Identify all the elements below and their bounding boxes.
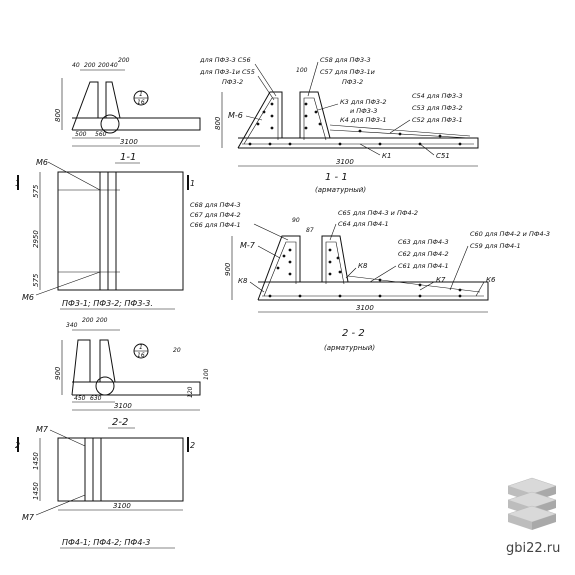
title: 1 - 1 xyxy=(325,172,348,183)
label-tl-2: ПФ3-2 xyxy=(222,78,243,86)
label-mr-0: С63 для ПФ4-3 xyxy=(398,238,449,246)
label-k8-mid: К8 xyxy=(358,262,368,270)
label-tr-1: С64 для ПФ4-1 xyxy=(338,220,389,228)
section-mark-right: 1 xyxy=(190,179,195,188)
label-t-0: С68 для ПФ4-3 xyxy=(190,201,241,209)
top-dim-0: 40 xyxy=(72,62,80,69)
foundation-outline-1 xyxy=(71,81,201,131)
label-tr-0: С65 для ПФ4-3 и ПФ4-2 xyxy=(338,209,418,217)
top-dim-3: 40 xyxy=(110,62,118,69)
rebar-section-2-2: С68 для ПФ4-3 С67 для ПФ4-2 С66 для ПФ4-… xyxy=(190,201,550,352)
top-dim-2: 200 xyxy=(96,317,108,324)
label-k7: К7 xyxy=(436,276,446,284)
dim-small-b: 87 xyxy=(306,227,314,234)
base-dim-left: 500 xyxy=(75,131,87,138)
top-dim-1: 200 xyxy=(84,62,96,69)
foundation-outline-2 xyxy=(71,339,201,396)
dim-c: 575 xyxy=(32,273,40,287)
dim-small-a: 90 xyxy=(292,217,300,224)
total-dim-label: 3100 xyxy=(113,502,131,510)
dim-height: 900 xyxy=(224,262,232,276)
section-1-1-view: 800 40 200 200 40 200 1 16 500 560 3100 … xyxy=(54,57,201,164)
callout-bottom: 16 xyxy=(137,99,145,106)
plan-outline xyxy=(57,171,184,291)
label-tl-0: для ПФ3-3 С56 xyxy=(199,56,251,64)
mark-m: М-7 xyxy=(240,241,256,250)
label-t-2: С66 для ПФ4-1 xyxy=(190,221,241,229)
dim-a: 575 xyxy=(32,184,40,198)
view-title: 2-2 xyxy=(112,417,128,428)
label-k1: К1 xyxy=(382,152,391,160)
right-dim-small: 100 xyxy=(203,368,210,380)
label-fr-0: С54 для ПФ3-3 xyxy=(412,92,463,100)
view-title: 1-1 xyxy=(120,152,136,163)
callout-top: 1 xyxy=(139,344,143,351)
rebar-outline-1 xyxy=(237,91,479,149)
detail-circle-base xyxy=(100,114,120,134)
label-fr-1: С59 для ПФ4-1 xyxy=(470,242,521,250)
subtitle: (арматурный) xyxy=(315,186,366,194)
label-tr-2: ПФ3-2 xyxy=(342,78,363,86)
section-mark-right: 2 xyxy=(190,441,195,450)
height-dim-label: 800 xyxy=(54,108,62,122)
label-fr-1: С53 для ПФ3-2 xyxy=(412,104,463,112)
watermark-logo xyxy=(507,477,557,530)
plan-caption: ПФ4-1; ПФ4-2; ПФ4-3 xyxy=(62,538,150,547)
mark-m6-top: M6 xyxy=(36,158,48,167)
label-mr-1: С62 для ПФ4-2 xyxy=(398,250,449,258)
total-dim-label: 3100 xyxy=(120,138,138,146)
mark-m7-top: M7 xyxy=(36,425,49,434)
label-tl-1: для ПФ3-1и С55 xyxy=(199,68,255,76)
label-c51: С51 xyxy=(436,152,450,160)
base-dim-left: 450 xyxy=(74,395,86,402)
right-dim: 20 xyxy=(173,347,181,354)
label-k6: К6 xyxy=(486,276,496,284)
dim-height: 800 xyxy=(214,116,222,130)
watermark-text: gbi22.ru xyxy=(506,541,560,556)
callout-top: 1 xyxy=(139,91,143,98)
rebar-dots xyxy=(268,248,462,298)
plan-pf4-view: 1450 1450 M7 M7 2 2 3100 ПФ4-1; ПФ4-2; П… xyxy=(15,425,195,549)
mark-m: М-6 xyxy=(228,111,243,120)
base-dim-mid: 630 xyxy=(90,395,102,402)
dim-a: 1450 xyxy=(32,452,40,470)
dim-b: 2950 xyxy=(32,230,40,248)
callout-bottom: 16 xyxy=(137,352,145,359)
label-tr-0: С58 для ПФ3-3 xyxy=(320,56,371,64)
top-dim-0: 340 xyxy=(66,322,78,329)
label-r-1: и ПФ3-3 xyxy=(350,107,377,115)
label-fr-2: С52 для ПФ3-1 xyxy=(412,116,463,124)
subtitle: (арматурный) xyxy=(324,344,375,352)
label-r-0: К3 для ПФ3-2 xyxy=(340,98,387,106)
right-dim-bottom: 120 xyxy=(187,386,194,398)
title: 2 - 2 xyxy=(342,328,365,339)
label-t-1: С67 для ПФ4-2 xyxy=(190,211,241,219)
label-k8-left: К8 xyxy=(238,277,248,285)
label-r-2: К4 для ПФ3-1 xyxy=(340,116,387,124)
total-dim-label: 3100 xyxy=(114,402,132,410)
height-dim-label: 900 xyxy=(54,366,62,380)
mark-m6-bottom: M6 xyxy=(22,293,34,302)
rebar-section-1-1: для ПФ3-3 С56 для ПФ3-1и С55 ПФ3-2 С58 д… xyxy=(199,56,479,194)
mark-m7-bottom: M7 xyxy=(22,513,35,522)
section-2-2-view: 900 340 200 200 1 16 20 100 120 450 630 … xyxy=(54,317,210,429)
dim-total: 3100 xyxy=(356,304,374,312)
top-dim-4: 200 xyxy=(118,57,130,64)
base-dim-mid: 560 xyxy=(95,131,107,138)
top-dim-1: 200 xyxy=(82,317,94,324)
plan-outline xyxy=(57,437,184,502)
plan-caption: ПФ3-1; ПФ3-2; ПФ3-3. xyxy=(62,299,153,308)
dim-small: 100 xyxy=(296,67,308,74)
dim-total: 3100 xyxy=(336,158,354,166)
label-mr-2: С61 для ПФ4-1 xyxy=(398,262,449,270)
label-fr-0: С60 для ПФ4-2 и ПФ4-3 xyxy=(470,230,550,238)
plan-pf3-view: 575 2950 575 M6 M6 1 1 ПФ3-1; ПФ3-2; ПФ3… xyxy=(15,158,195,310)
rebar-outline-2 xyxy=(257,235,489,301)
label-tr-1: С57 для ПФ3-1и xyxy=(320,68,375,76)
dim-b: 1450 xyxy=(32,482,40,500)
top-dim-2: 200 xyxy=(98,62,110,69)
